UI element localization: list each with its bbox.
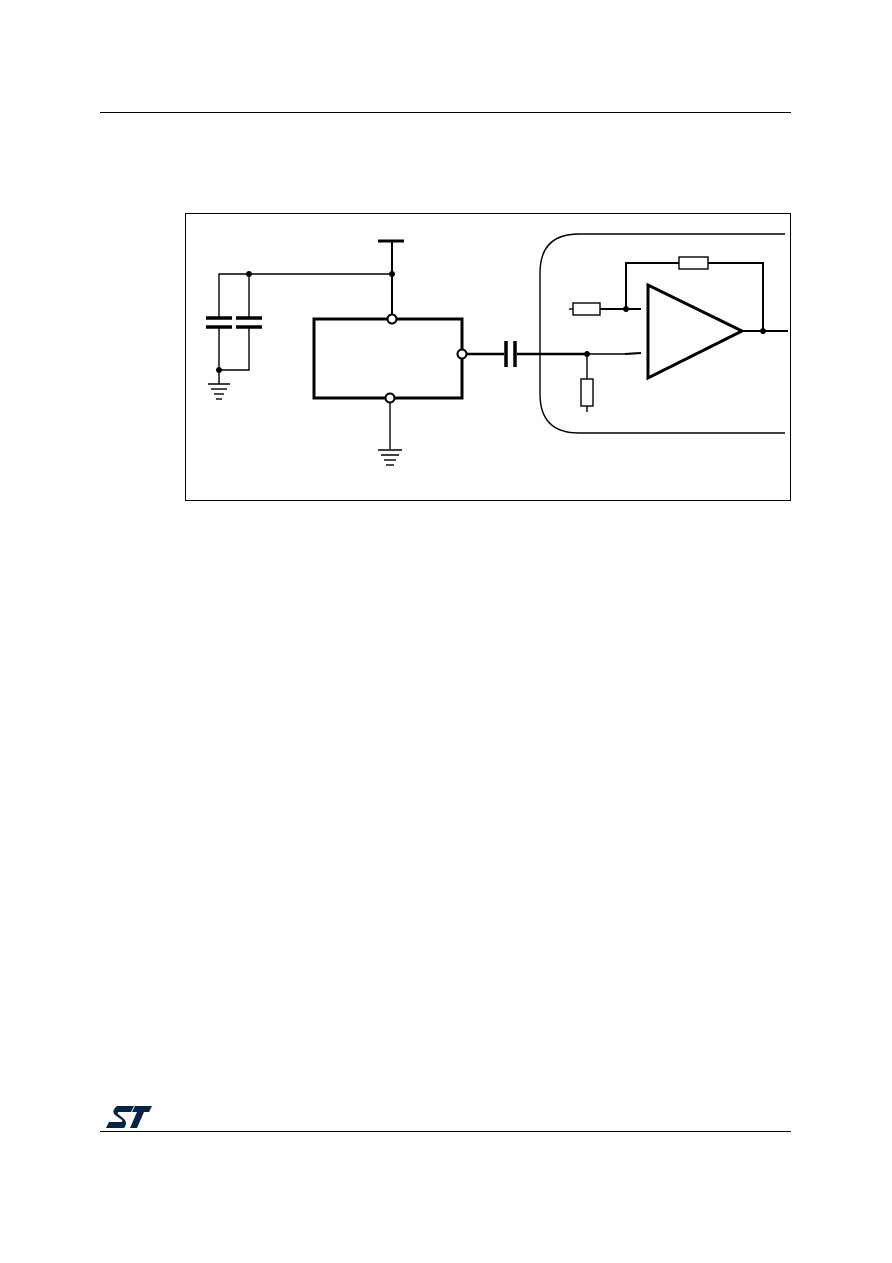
coupling-capacitor — [504, 341, 517, 367]
bias-resistor — [580, 378, 594, 407]
junction-dot — [216, 367, 222, 373]
signal-wire — [624, 352, 642, 355]
ground-pin — [384, 392, 396, 404]
feedback-wire — [708, 262, 764, 331]
footer-rule — [100, 1131, 791, 1132]
ground-symbol — [378, 449, 402, 466]
input-resistor — [572, 302, 601, 316]
amplifier-enclosure — [539, 233, 785, 434]
decoupling-capacitor — [236, 316, 262, 329]
capacitor-wire — [219, 328, 250, 371]
ground-symbol — [208, 383, 230, 400]
supply-wire — [218, 273, 392, 317]
feedback-resistor — [678, 256, 709, 270]
supply-pin — [386, 313, 398, 325]
op-amp — [646, 282, 746, 381]
st-logo-icon — [106, 1106, 152, 1128]
figure-border — [185, 213, 791, 501]
feedback-wire — [625, 262, 679, 309]
st-logo — [104, 1104, 154, 1130]
junction-dot — [389, 271, 395, 277]
header-rule — [100, 112, 791, 113]
decoupling-capacitor — [206, 316, 232, 329]
circuit-diagram — [185, 213, 791, 501]
supply-terminal — [378, 239, 404, 316]
circuit-diagram-figure — [185, 213, 791, 501]
junction-dot — [760, 328, 766, 334]
junction-dot — [246, 271, 252, 277]
sensor-block — [312, 317, 464, 400]
output-pin — [456, 348, 468, 360]
